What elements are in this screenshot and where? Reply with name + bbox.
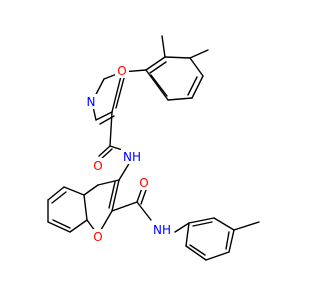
svg-text:O: O <box>93 230 102 244</box>
atom-label-isoxazole-oxygen: O <box>115 63 129 78</box>
svg-text:N: N <box>87 95 96 109</box>
atom-label-amide-1-oxygen: O <box>91 158 105 173</box>
svg-text:NH: NH <box>153 223 171 237</box>
atom-label-isoxazole-nitrogen: N <box>84 94 98 109</box>
atom-label-amide-2-nh: NH <box>151 222 173 237</box>
svg-text:NH: NH <box>123 150 141 164</box>
atom-label-amide-2-oxygen: O <box>137 175 151 190</box>
molecule-structure-diagram: O N O NH O O NH <box>47 35 260 261</box>
svg-text:O: O <box>93 159 102 173</box>
atom-label-amide-1-nh: NH <box>121 149 143 164</box>
svg-text:O: O <box>117 64 126 78</box>
atom-label-furan-oxygen: O <box>91 229 105 244</box>
svg-text:O: O <box>139 176 148 190</box>
